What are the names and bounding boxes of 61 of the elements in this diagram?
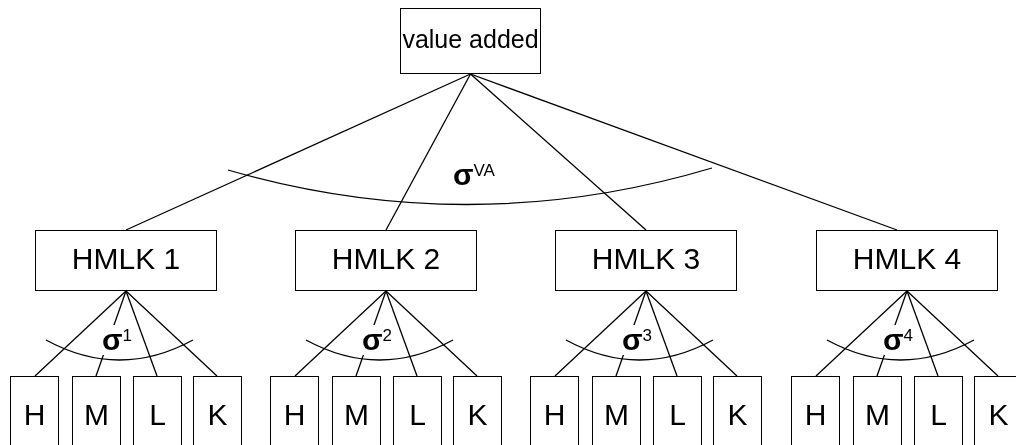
node-label: H (283, 398, 306, 431)
connector-line (125, 290, 218, 377)
node-label: HMLK 3 (591, 242, 701, 275)
sigma-label: σ$^{1}$ (101, 325, 133, 355)
node-label: M (604, 398, 629, 431)
leaf-box (592, 376, 641, 445)
node-label: H (543, 398, 566, 431)
leaf-box (332, 376, 381, 445)
node-label: H (804, 398, 827, 431)
connector-line (385, 290, 418, 377)
node-label: H (23, 398, 46, 431)
node-label: L (409, 398, 426, 431)
leaf-box (530, 376, 579, 445)
connector-line (645, 290, 738, 377)
leaf-box (10, 376, 59, 445)
node-label: K (207, 398, 228, 431)
node-label: HMLK 2 (331, 242, 441, 275)
group-box (295, 230, 477, 291)
connector-line (469, 73, 647, 231)
group-box (35, 230, 217, 291)
node-label: K (467, 398, 488, 431)
node-label: HMLK 1 (71, 242, 181, 275)
connector-line (906, 290, 939, 377)
leaf-box (193, 376, 242, 445)
node-label: M (344, 398, 369, 431)
node-label: K (727, 398, 748, 431)
node-label: HMLK 4 (852, 242, 962, 275)
leaf-box (72, 376, 121, 445)
connector-line (294, 290, 387, 377)
root-box (400, 8, 541, 74)
group-box (816, 230, 998, 291)
leaf-box (713, 376, 762, 445)
leaf-box (914, 376, 963, 445)
node-label: L (930, 398, 947, 431)
leaf-box (393, 376, 442, 445)
node-label: M (84, 398, 109, 431)
sigma-label: σ$^{3}$ (621, 325, 653, 355)
leaf-box (974, 376, 1016, 445)
connector-line (906, 290, 999, 377)
connector-line (815, 290, 908, 377)
leaf-box (453, 376, 502, 445)
sigma-label: σ$^{4}$ (882, 325, 914, 355)
leaf-box (270, 376, 319, 445)
leaf-box (791, 376, 840, 445)
connector-line (34, 290, 127, 377)
leaf-box (853, 376, 902, 445)
connector-line (554, 290, 647, 377)
node-label: value added (402, 26, 539, 54)
sigma-label: σ$^{2}$ (361, 325, 393, 355)
group-box (555, 230, 737, 291)
node-label: K (988, 398, 1009, 431)
connector-line (125, 73, 472, 231)
node-label: L (669, 398, 686, 431)
connector-line (125, 290, 158, 377)
connector-line (385, 73, 472, 231)
leaf-box (653, 376, 702, 445)
leaf-box (133, 376, 182, 445)
connector-line (385, 290, 478, 377)
node-label: L (149, 398, 166, 431)
connector-line (645, 290, 678, 377)
node-label: M (865, 398, 890, 431)
